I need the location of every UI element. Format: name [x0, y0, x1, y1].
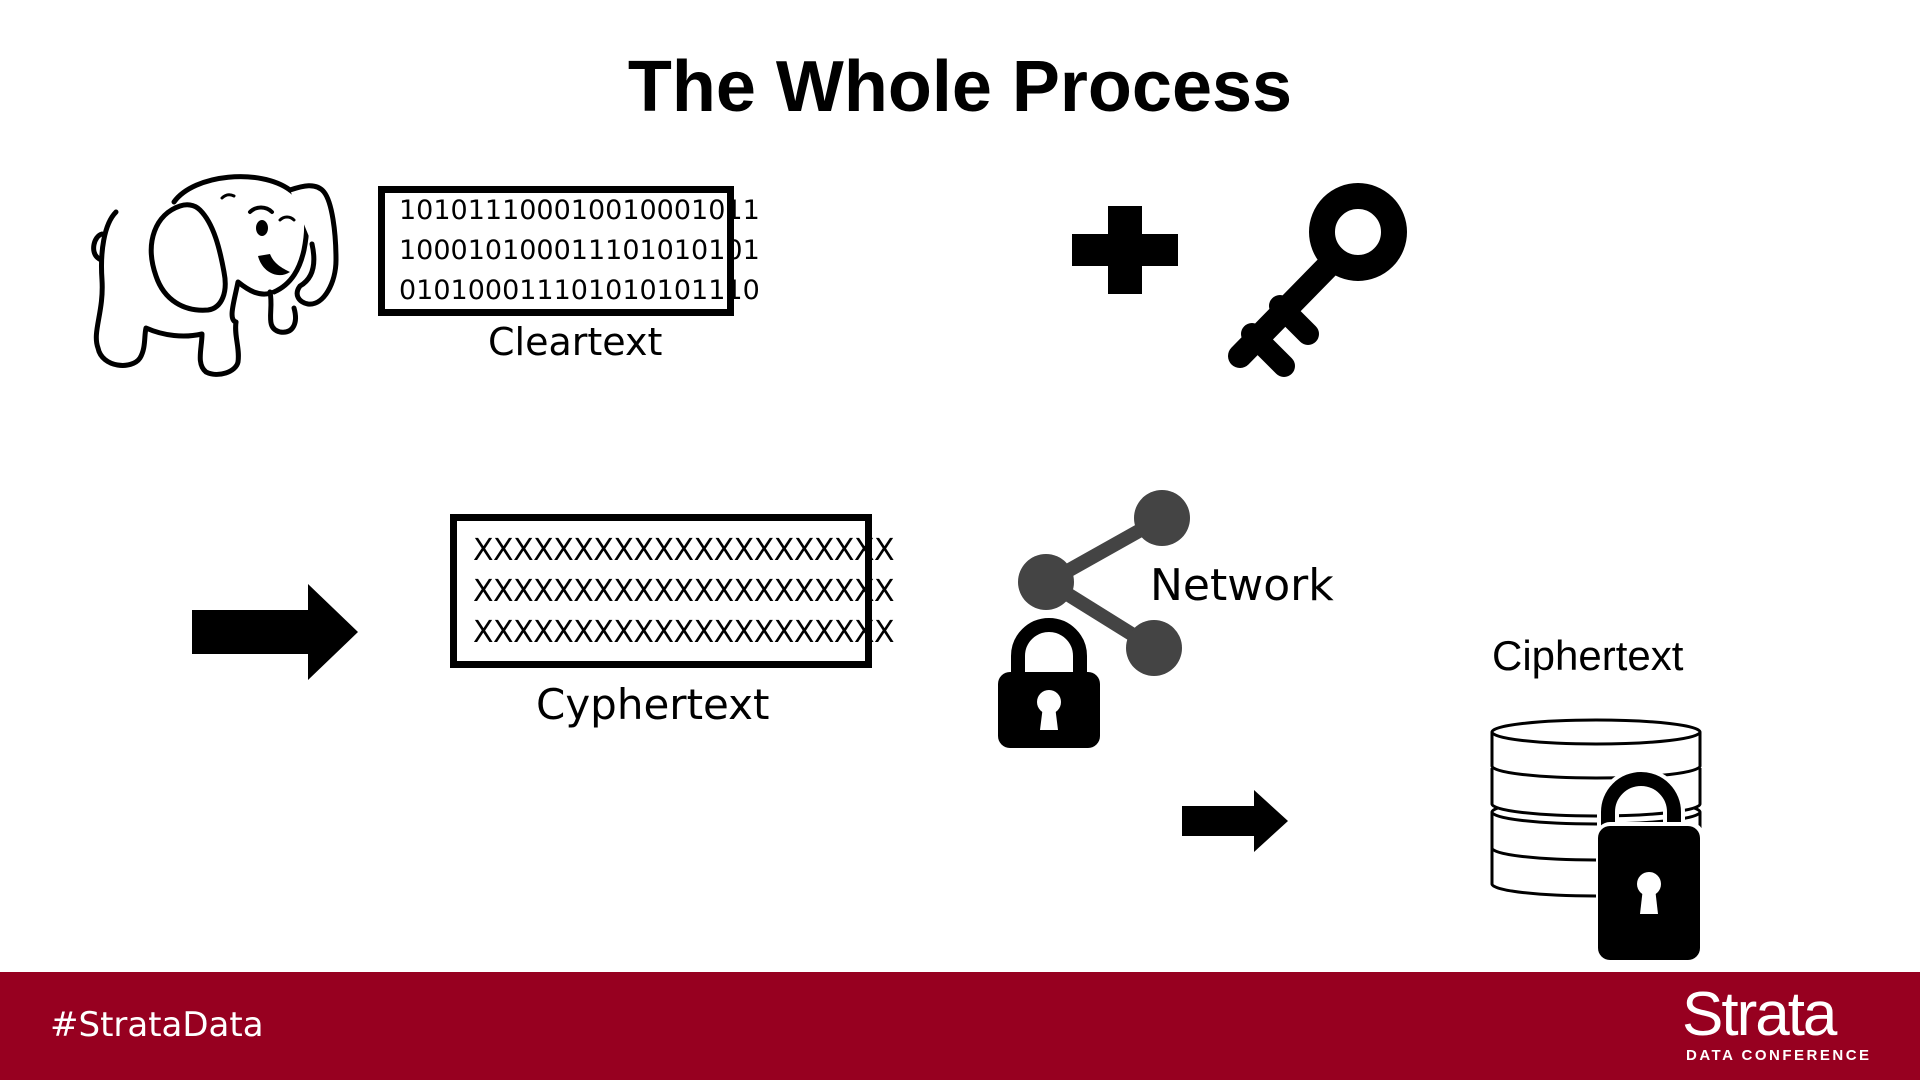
cleartext-box: 10101110001001000101​1 10001010001110101…	[378, 186, 760, 316]
cyphertext-line: XXXXXXXXXXXXXXXXXXXXX	[473, 573, 895, 609]
cyphertext-label: Cyphertext	[536, 680, 770, 729]
storage-label: Ciphertext	[1492, 632, 1684, 679]
cyphertext-box: XXXXXXXXXXXXXXXXXXXXX XXXXXXXXXXXXXXXXXX…	[450, 514, 895, 668]
plus-icon	[1072, 206, 1178, 294]
elephant-icon	[91, 174, 339, 377]
key-icon	[1228, 183, 1407, 377]
brand-subtitle: DATA CONFERENCE	[1686, 1047, 1872, 1064]
arrow-right-icon	[192, 584, 358, 680]
cleartext-line: 10101110001001000101​1	[399, 195, 760, 226]
footer-hashtag: #StrataData	[50, 1005, 264, 1045]
database-icon	[1490, 718, 1704, 962]
share-network-icon	[1018, 490, 1190, 676]
cleartext-line: 1000101000111010101​01	[399, 235, 760, 266]
brand-logo: Strata	[1682, 980, 1837, 1049]
arrow-right-icon	[1182, 790, 1288, 852]
cleartext-line: 01010001110101010111​0	[399, 275, 760, 306]
padlock-icon	[998, 618, 1100, 748]
padlock-icon	[1596, 768, 1704, 962]
cyphertext-line: XXXXXXXXXXXXXXXXXXXXX	[473, 532, 895, 568]
network-label: Network	[1150, 560, 1334, 611]
slide-title: The Whole Process	[627, 47, 1293, 127]
footer-bar	[0, 972, 1920, 1080]
cleartext-label: Cleartext	[488, 320, 663, 364]
cyphertext-line: XXXXXXXXXXXXXXXXXXXXX	[473, 614, 895, 650]
